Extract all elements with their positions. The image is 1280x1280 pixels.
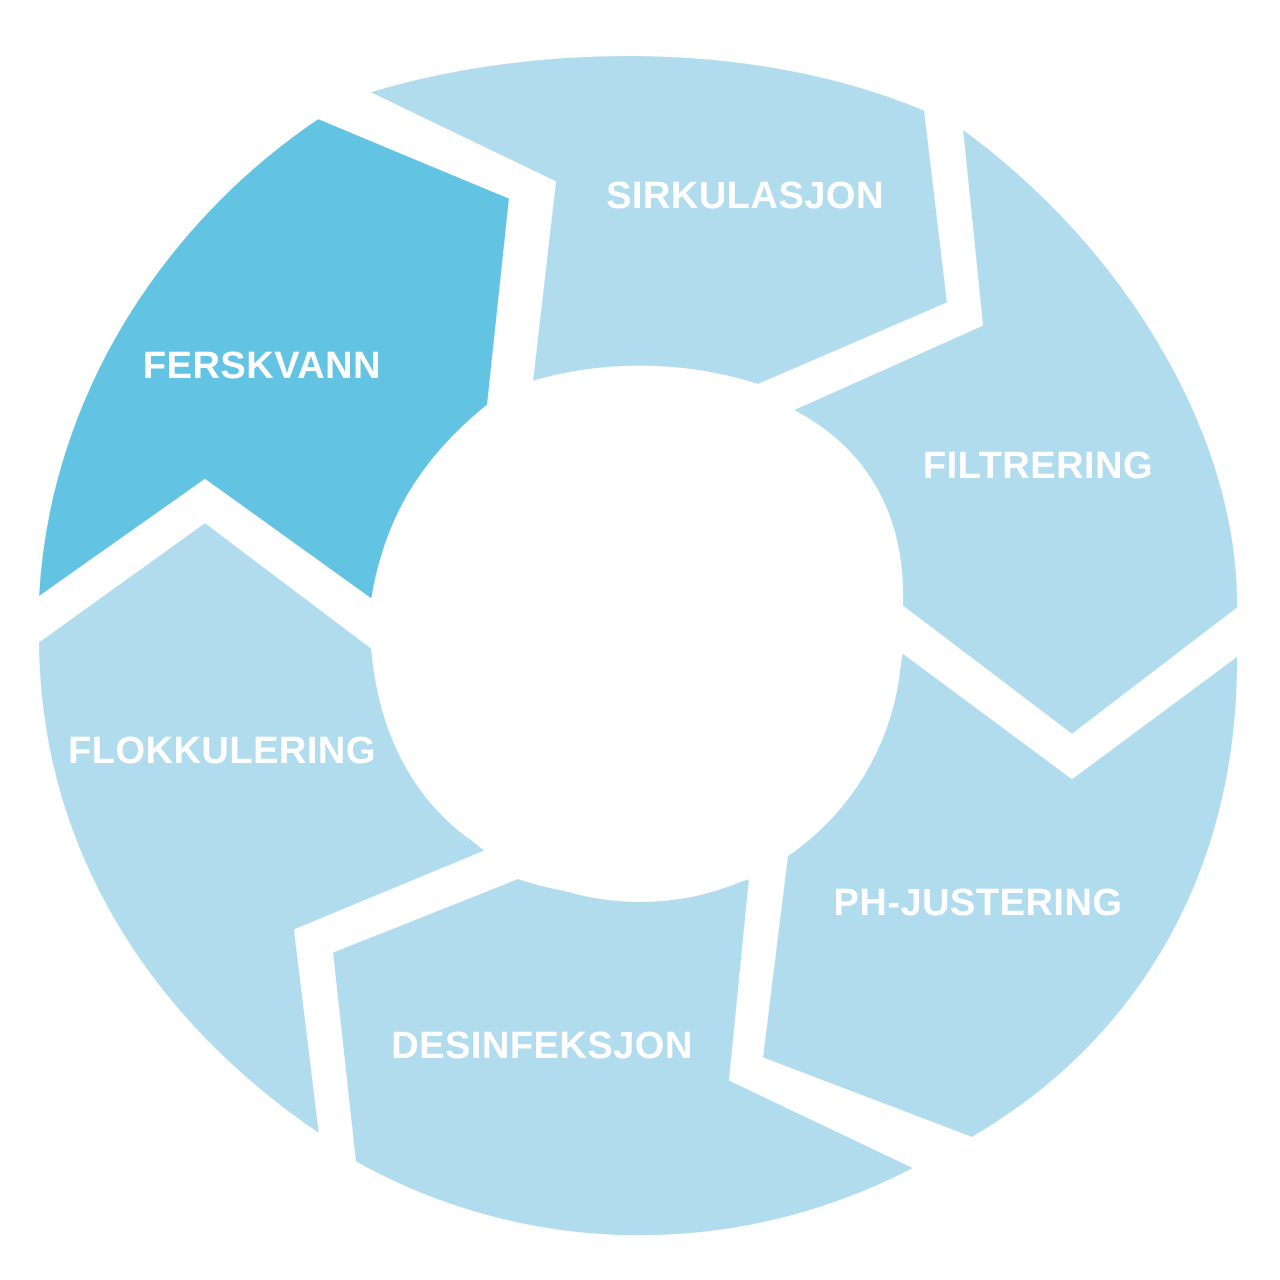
segment-filtrering-shape bbox=[791, 127, 1240, 736]
segment-flokkulering: FLOKKULERING bbox=[37, 521, 489, 1136]
segment-filtrering-label: FILTRERING bbox=[923, 445, 1153, 487]
segment-sirkulasjon-shape bbox=[367, 54, 949, 386]
segment-ferskvann-label: FERSKVANN bbox=[143, 345, 381, 387]
segment-sirkulasjon: SIRKULASJON bbox=[367, 54, 949, 386]
segment-flokkulering-label: FLOKKULERING bbox=[68, 730, 376, 772]
segment-ferskvann-shape bbox=[37, 117, 511, 601]
segment-ph-justering-label: PH-JUSTERING bbox=[834, 882, 1123, 924]
center-hub bbox=[378, 378, 902, 902]
segment-ph-justering: PH-JUSTERING bbox=[761, 651, 1240, 1139]
segment-flokkulering-shape bbox=[37, 521, 489, 1136]
segment-filtrering: FILTRERING bbox=[791, 127, 1240, 736]
segment-desinfeksjon-label: DESINFEKSJON bbox=[391, 1025, 693, 1067]
segment-sirkulasjon-label: SIRKULASJON bbox=[606, 175, 884, 217]
segment-ferskvann: FERSKVANN bbox=[37, 117, 511, 601]
segment-desinfeksjon: DESINFEKSJON bbox=[331, 877, 916, 1238]
